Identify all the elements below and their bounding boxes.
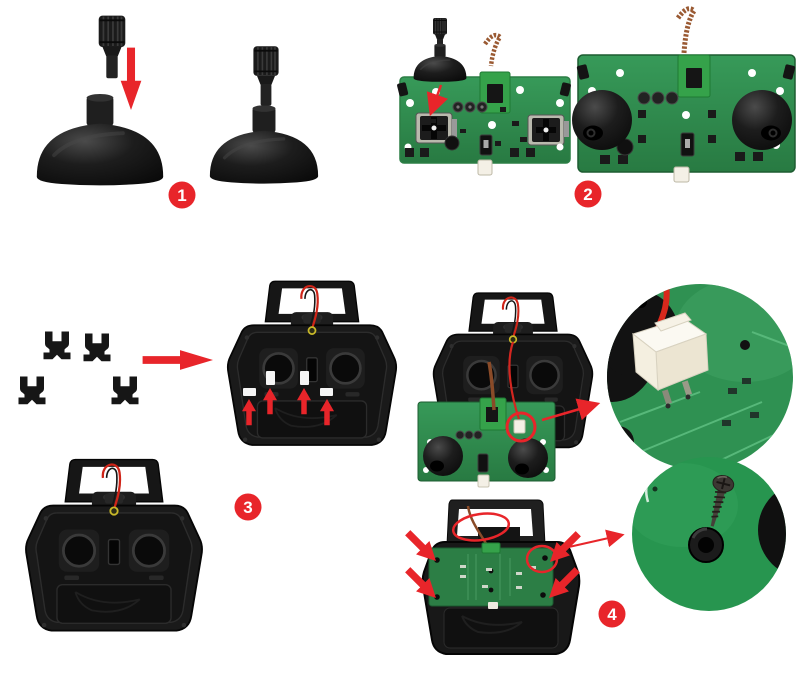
blob-hole xyxy=(635,296,647,308)
back-pcb-plate xyxy=(428,542,554,609)
step-number: 4 xyxy=(607,605,617,624)
corner-switches xyxy=(576,64,796,80)
antenna-wire xyxy=(466,505,489,546)
screw-holes xyxy=(434,555,548,600)
power-switch-slider xyxy=(685,139,690,148)
rf-ic-chip xyxy=(686,68,702,88)
screw-grommet xyxy=(688,527,724,563)
trim-potentiometers xyxy=(455,430,483,440)
dome-cap-left-mounted xyxy=(572,90,632,150)
cap-to-gimbal-arrow-icon xyxy=(426,84,449,117)
step-2-gimbal-pcbs: 2 xyxy=(397,6,796,208)
main-pcb-in-shell xyxy=(417,397,556,488)
magnifier-connector-closeup xyxy=(607,284,793,470)
antenna-coil-icon xyxy=(483,32,503,67)
rf-ic-chip xyxy=(487,84,503,103)
dome-cap-assembled xyxy=(208,103,320,184)
white-connector-closeup xyxy=(631,312,709,392)
badge-circle xyxy=(234,493,262,521)
corner-switches xyxy=(397,82,571,97)
pcb-sheen xyxy=(632,463,738,547)
battery-cover xyxy=(443,607,559,649)
dome-cap xyxy=(34,92,166,186)
stick-tip-assembled xyxy=(252,45,280,107)
self-tapping-screw xyxy=(710,474,735,527)
trim-clip xyxy=(43,331,71,360)
battery-connector xyxy=(477,159,493,176)
badge-circle xyxy=(598,600,626,628)
battery-connector xyxy=(477,474,490,488)
dome-cap-right-mounted xyxy=(732,90,792,150)
step-4-screws-substep: 4 xyxy=(401,499,626,655)
connector-tail xyxy=(488,602,498,609)
step-1-badge: 1 xyxy=(168,181,196,209)
screw-highlight-circle-icon xyxy=(525,544,559,574)
battery-connector xyxy=(673,166,690,183)
insert-arrow-down-icon xyxy=(120,47,142,110)
step-4-connector-substep xyxy=(417,291,601,488)
smd-components xyxy=(405,107,535,157)
trim-potentiometers xyxy=(452,101,488,113)
clips-to-shell-arrow-icon xyxy=(142,350,213,370)
step-number: 3 xyxy=(243,498,252,517)
wire-connector xyxy=(513,419,526,434)
antenna-wire xyxy=(487,361,496,411)
smd-components xyxy=(600,110,763,164)
step-number: 1 xyxy=(177,186,186,205)
step-3-badge: 3 xyxy=(234,493,262,521)
to-magnifier-arrow-icon xyxy=(559,529,625,550)
connector-pins xyxy=(661,380,693,409)
step-2-badge: 2 xyxy=(574,180,602,208)
antenna-coil-icon xyxy=(675,6,698,54)
pcb-bare xyxy=(397,32,571,176)
pcb-with-caps xyxy=(572,6,796,183)
small-hole xyxy=(652,486,658,492)
to-magnifier-arrow-icon xyxy=(541,398,601,422)
badge-circle xyxy=(168,181,196,209)
wire-glint xyxy=(608,299,615,325)
trim-clip xyxy=(83,333,111,362)
dome-cap-right-mounted xyxy=(508,438,548,478)
badge-circle xyxy=(574,180,602,208)
front-shell-open xyxy=(226,279,398,447)
step-number: 2 xyxy=(583,185,592,204)
connector-highlight-circle-icon xyxy=(505,411,537,443)
gimbal-right xyxy=(527,114,569,146)
clip-slots-white xyxy=(243,371,333,396)
magnifier-screw-closeup xyxy=(632,457,786,611)
buzzer xyxy=(444,135,460,151)
pcb-board xyxy=(428,547,554,607)
step-1-cap-assembly: 1 xyxy=(34,14,320,209)
trim-clip xyxy=(18,376,46,405)
pcb-traces xyxy=(467,554,511,600)
cap-dome-small xyxy=(412,42,468,82)
power-switch-slider xyxy=(483,140,489,148)
trim-potentiometers xyxy=(637,91,679,105)
rf-ic-chip xyxy=(486,407,498,422)
stick-tip xyxy=(97,14,127,80)
rf-module-edge xyxy=(481,542,501,554)
dome-cap-left-mounted xyxy=(423,436,463,476)
wire-highlight-ellipse-icon xyxy=(451,512,511,542)
step-4-badge: 4 xyxy=(598,600,626,628)
solder-pads xyxy=(722,378,759,426)
trim-clip xyxy=(111,376,139,405)
solder-pads xyxy=(460,565,536,589)
via-hole xyxy=(740,340,750,350)
step-3-clips-into-shell: 3 xyxy=(18,279,398,633)
front-shell-clips-installed xyxy=(24,457,204,633)
power-switch xyxy=(477,453,489,473)
